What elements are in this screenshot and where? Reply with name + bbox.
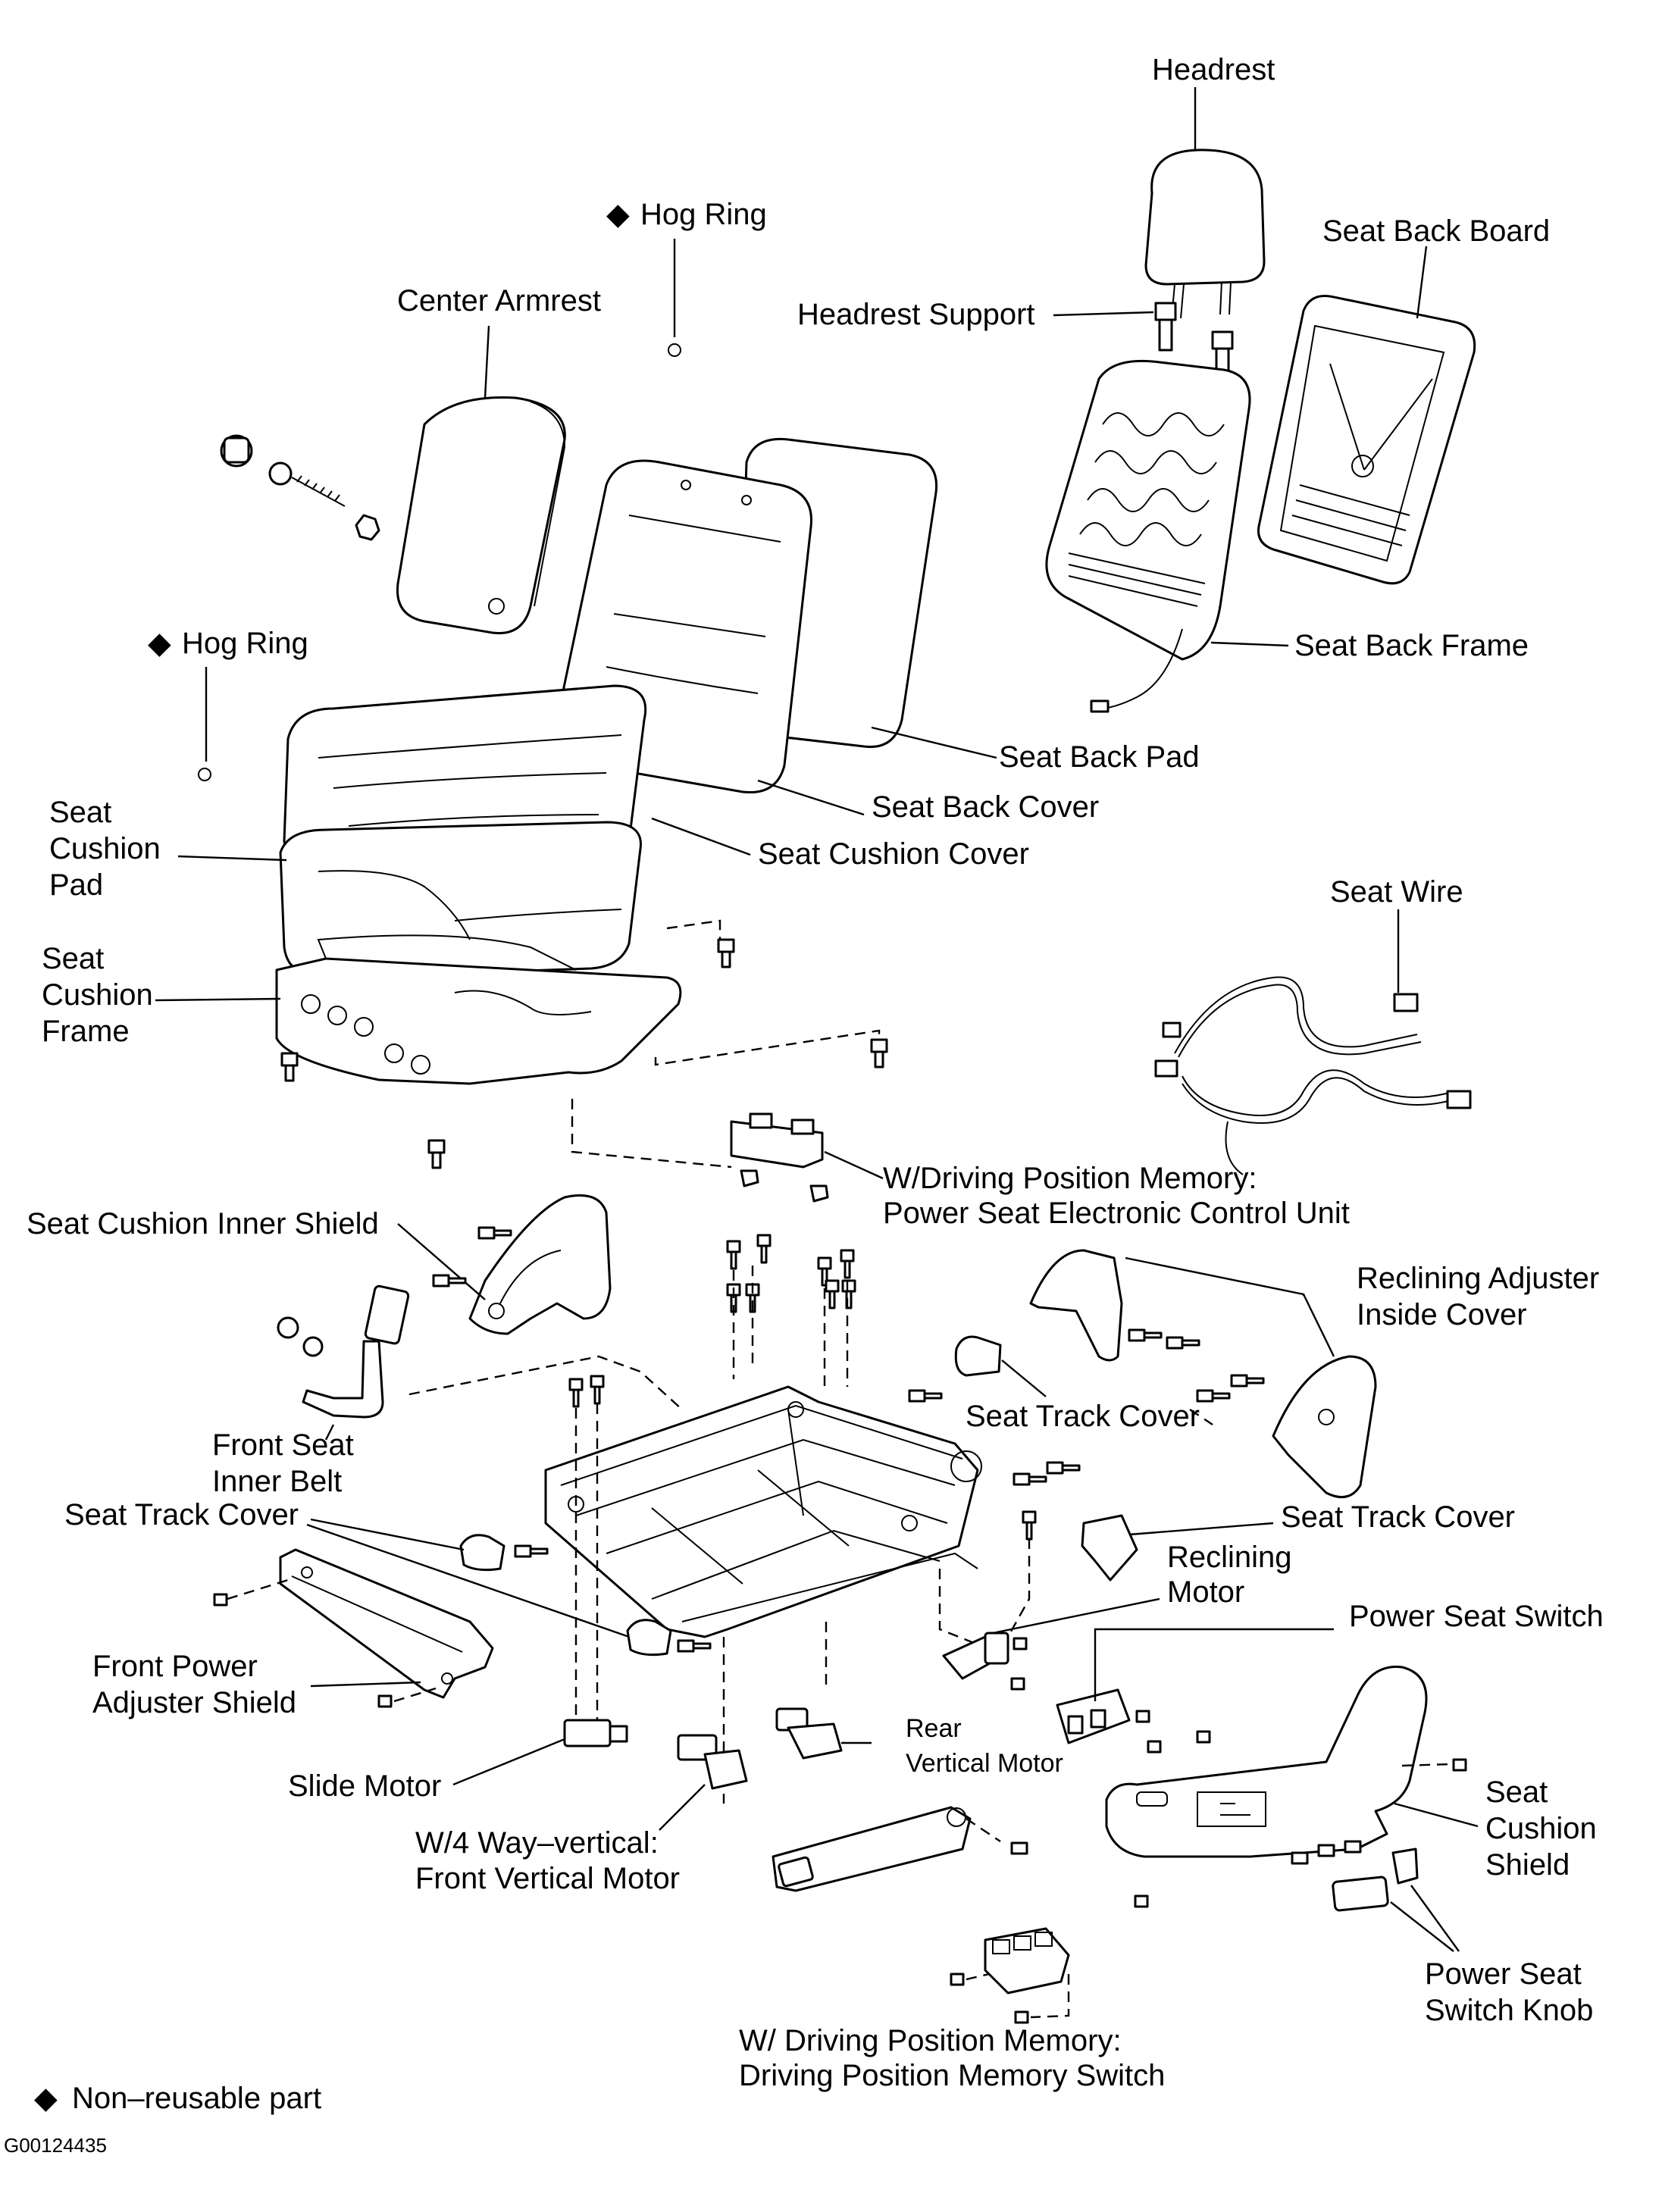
center-armrest-part [396, 396, 566, 635]
front-vertical-motor-label-l1: W/4 Way–vertical: [415, 1826, 659, 1860]
seat-track-screws [514, 1234, 1081, 1653]
seat-cushion-shield-label-l2: Cushion [1485, 1812, 1597, 1845]
hog-ring-left-label: Hog Ring [182, 627, 308, 660]
seat-back-cover-label: Seat Back Cover [872, 790, 1099, 824]
headrest-label: Headrest [1152, 53, 1275, 86]
ecu-label-l2: Power Seat Electronic Control Unit [883, 1197, 1350, 1230]
figure-code: G00124435 [4, 2134, 107, 2157]
power-seat-switch-knob-label-l1: Power Seat [1425, 1957, 1582, 1991]
headrest-part [1144, 149, 1266, 319]
seat-cushion-cover-label: Seat Cushion Cover [758, 837, 1029, 871]
power-seat-switch-label: Power Seat Switch [1349, 1600, 1604, 1633]
front-seat-inner-belt-part [277, 1284, 410, 1419]
headrest-support-label: Headrest Support [797, 298, 1035, 331]
reclining-adjuster-inside-cover-part [1029, 1249, 1377, 1499]
reclining-adjuster-inside-cover-label-l2: Inside Cover [1357, 1298, 1527, 1331]
inner-shield-screws [432, 1226, 512, 1287]
inside-cover-screws [1128, 1328, 1265, 1403]
seat-cushion-pad-label-l3: Pad [49, 868, 103, 902]
seat-track-cover-right-part [954, 1335, 1002, 1377]
seat-track-assembly-part [544, 1385, 982, 1638]
seat-track-cover-far-right-part [1081, 1514, 1138, 1582]
seat-cushion-pad-part [279, 821, 642, 979]
seat-cushion-shield-part [1105, 1666, 1428, 1858]
seat-back-pad-label: Seat Back Pad [999, 740, 1200, 774]
center-armrest-label: Center Armrest [397, 284, 601, 318]
front-vertical-motor-part [677, 1734, 748, 1790]
seat-back-board-part [1257, 295, 1476, 585]
power-seat-ecu-part [730, 1112, 829, 1203]
slide-motor-part [563, 1719, 628, 1747]
front-seat-inner-belt-label-l2: Inner Belt [212, 1465, 342, 1498]
seat-cushion-frame-label-l3: Frame [42, 1015, 130, 1048]
slide-motor-label: Slide Motor [288, 1769, 441, 1803]
legend-symbol: ◆ [34, 2082, 58, 2115]
seat-back-frame-part [1045, 359, 1251, 713]
seat-cushion-shield-label-l3: Shield [1485, 1848, 1570, 1882]
rear-vertical-motor-label-l2: Vertical Motor [906, 1749, 1063, 1778]
memory-switch-label-l2: Driving Position Memory Switch [739, 2059, 1165, 2092]
hog-ring-top-label: Hog Ring [640, 198, 767, 231]
seat-cushion-inner-shield-part [468, 1194, 612, 1335]
seat-track-cover-left-label: Seat Track Cover [64, 1498, 299, 1532]
seat-cushion-inner-shield-label: Seat Cushion Inner Shield [27, 1207, 379, 1241]
armrest-bolt-part [220, 434, 380, 541]
memory-switch-label-l1: W/ Driving Position Memory: [739, 2024, 1122, 2057]
seat-wire-part [1154, 976, 1472, 1175]
seat-cushion-shield-label-l1: Seat [1485, 1776, 1548, 1809]
seat-belt-buckle-part [772, 1806, 1028, 1892]
front-power-adjuster-shield-label-l1: Front Power [92, 1650, 258, 1683]
front-power-adjuster-shield-part [279, 1548, 494, 1699]
seat-back-board-label: Seat Back Board [1322, 214, 1550, 248]
power-seat-switch-knob-part [1332, 1848, 1419, 1912]
hog-ring-left-part [198, 768, 211, 781]
reclining-motor-label-l2: Motor [1167, 1575, 1244, 1609]
front-vertical-motor-label-l2: Front Vertical Motor [415, 1862, 680, 1895]
seat-track-cover-far-right-label: Seat Track Cover [1281, 1500, 1515, 1534]
legend-text: Non–reusable part [72, 2082, 321, 2115]
seat-cushion-frame-part [275, 934, 682, 1085]
ecu-label-l1: W/Driving Position Memory: [883, 1162, 1257, 1195]
seat-cushion-frame-label-l1: Seat [42, 942, 104, 975]
hog-ring-left-symbol: ◆ [148, 627, 171, 660]
reclining-motor-part [942, 1632, 1009, 1680]
front-power-adjuster-shield-label-l2: Adjuster Shield [92, 1686, 296, 1719]
seat-cushion-pad-label-l2: Cushion [49, 832, 161, 865]
power-seat-switch-part [1056, 1688, 1131, 1744]
cushion-frame-bolts [280, 938, 888, 1169]
seat-wire-label: Seat Wire [1330, 875, 1463, 909]
hog-ring-top-symbol: ◆ [606, 198, 630, 231]
rear-vertical-motor-part [775, 1707, 843, 1760]
seat-back-frame-label: Seat Back Frame [1294, 629, 1529, 662]
reclining-motor-label-l1: Reclining [1167, 1541, 1292, 1574]
rear-vertical-motor-label-l1: Rear [906, 1714, 962, 1743]
reclining-adjuster-inside-cover-label-l1: Reclining Adjuster [1357, 1262, 1599, 1295]
hog-ring-top-part [668, 343, 681, 357]
seat-cushion-pad-label-l1: Seat [49, 796, 111, 829]
power-seat-switch-knob-label-l2: Switch Knob [1425, 1994, 1593, 2027]
seat-cushion-frame-label-l2: Cushion [42, 978, 153, 1012]
switch-screws [1010, 1637, 1211, 1754]
memory-switch-part [950, 1927, 1070, 2024]
seat-track-cover-right-label: Seat Track Cover [966, 1400, 1200, 1433]
front-seat-inner-belt-label-l1: Front Seat [212, 1428, 354, 1462]
seat-track-cover-left-part [459, 1534, 672, 1657]
cushion-shield-screws [1134, 1758, 1467, 1908]
